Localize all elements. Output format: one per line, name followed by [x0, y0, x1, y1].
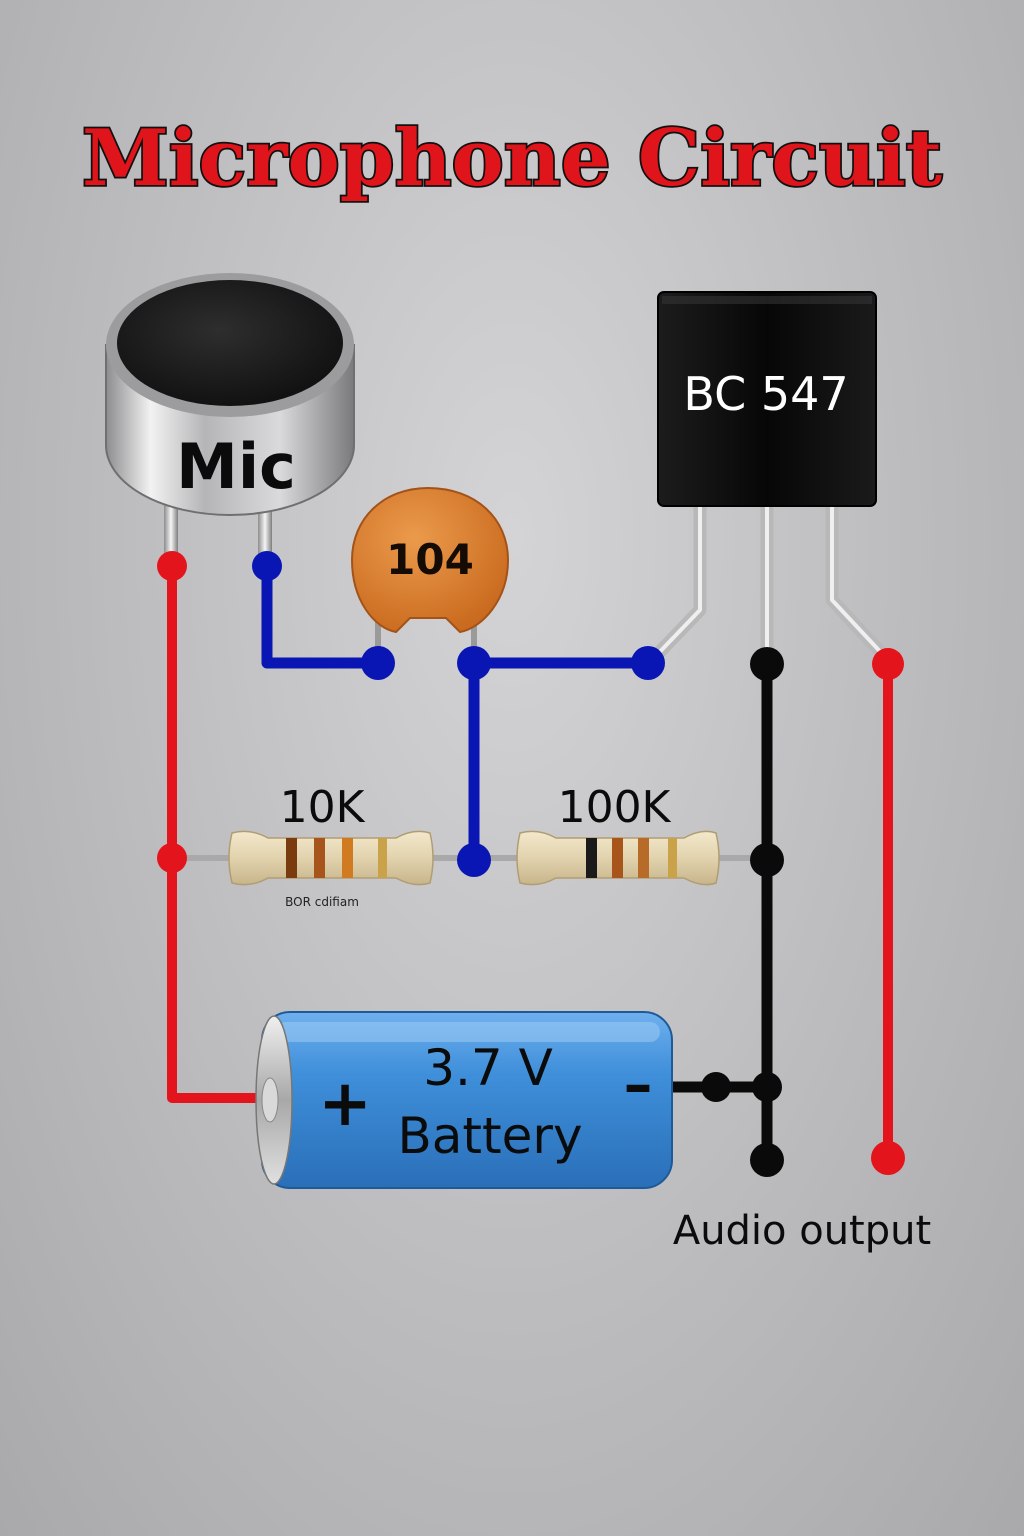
- resistor-10k-caption: BOR cdifiam: [285, 895, 359, 909]
- page-title: Microphone Circuit: [82, 113, 942, 204]
- junction-dot: [752, 1072, 782, 1102]
- transistor-label: BC 547: [683, 367, 848, 421]
- battery-name: Battery: [397, 1107, 582, 1165]
- junction-dot: [457, 646, 491, 680]
- resistor-band: [286, 838, 297, 878]
- battery: + – 3.7 V Battery: [255, 1011, 673, 1189]
- junction-dot: [631, 646, 665, 680]
- transistor-leg-emitter: [825, 505, 893, 665]
- junction-dot: [701, 1072, 731, 1102]
- wire-signal: [261, 560, 654, 866]
- junction-dot: [457, 843, 491, 877]
- resistor-band: [638, 838, 649, 878]
- battery-voltage: 3.7 V: [423, 1039, 553, 1097]
- wire-positive: [167, 561, 270, 1103]
- junctions-positive: [157, 551, 905, 1175]
- resistor-band: [612, 838, 623, 878]
- resistor-band: [342, 838, 353, 878]
- junction-dot: [872, 648, 904, 680]
- junctions-signal: [252, 551, 665, 877]
- junction-dot: [252, 551, 282, 581]
- transistor-bc547: BC 547: [645, 291, 893, 667]
- junction-dot: [750, 843, 784, 877]
- ceramic-capacitor: 104: [350, 486, 510, 663]
- junction-dot: [157, 551, 187, 581]
- resistor-band: [668, 838, 677, 878]
- resistor-10k-label: 10K: [280, 782, 366, 833]
- resistor-band: [314, 838, 325, 878]
- resistor-band: [586, 838, 597, 878]
- capacitor-label: 104: [386, 535, 474, 584]
- battery-plus-sign: +: [318, 1067, 372, 1141]
- resistor-10k: 10K BOR cdifiam: [172, 782, 474, 909]
- resistor-band: [378, 838, 387, 878]
- resistor-100k: 100K: [474, 782, 767, 886]
- junction-dot: [361, 646, 395, 680]
- junction-dot: [750, 647, 784, 681]
- junction-dot: [157, 843, 187, 873]
- junctions-ground: [701, 647, 784, 1177]
- mic-label: Mic: [176, 430, 296, 503]
- microphone: Mic: [105, 273, 355, 568]
- output-terminal-ground: [750, 1143, 784, 1177]
- audio-output-label: Audio output: [673, 1208, 931, 1254]
- battery-minus-sign: –: [624, 1050, 653, 1118]
- output-terminal-positive: [871, 1141, 905, 1175]
- resistor-100k-label: 100K: [558, 782, 672, 833]
